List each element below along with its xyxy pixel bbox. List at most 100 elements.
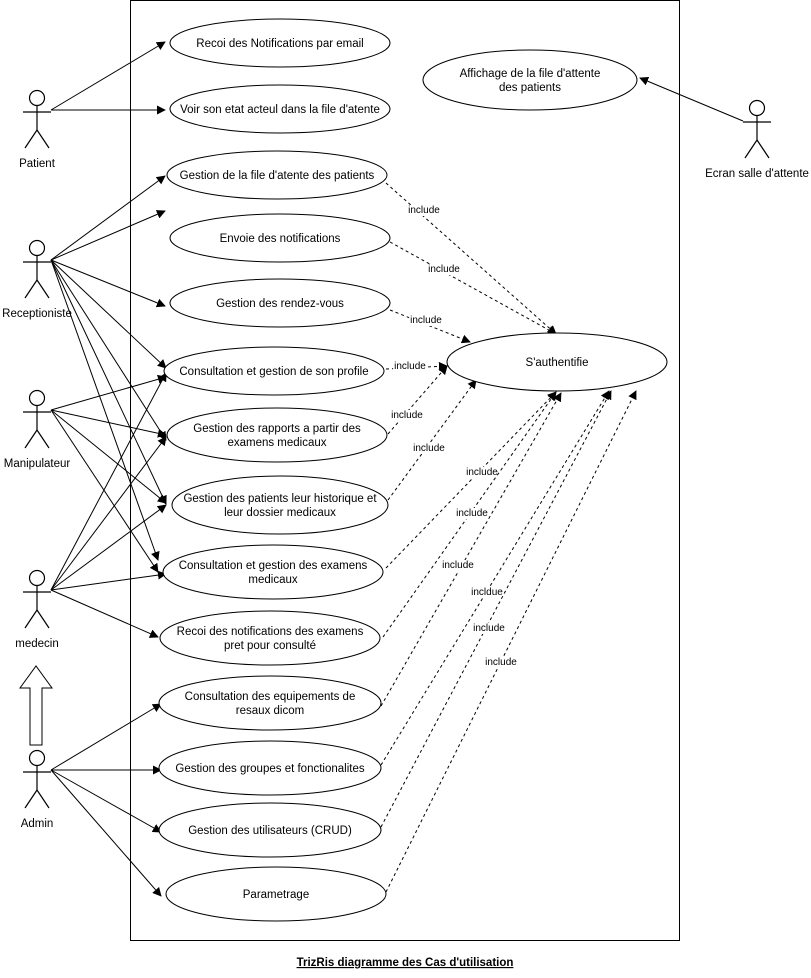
include-label-uc10-bg (455, 508, 490, 519)
actor-manipulator[interactable]: Manipulateur (4, 389, 71, 471)
use-case-ellipse (158, 740, 382, 796)
actor-left-leg (744, 139, 758, 159)
use-case-uc2[interactable]: Voir son etat acteul dans la file d'aten… (169, 84, 391, 134)
use-case-auth[interactable]: S'authentifie (446, 332, 668, 392)
include-label-uc12: incldue (471, 587, 503, 598)
use-case-ellipse (446, 332, 668, 392)
actor-left-leg (24, 279, 38, 299)
use-case-label: Gestion des utilisateurs (CRUD) (188, 825, 352, 837)
use-case-uc12[interactable]: Gestion des groupes et fonctionalites (158, 740, 382, 796)
include-label-uc7: include (391, 410, 423, 421)
actor-left-leg (24, 609, 38, 629)
use-case-label: Gestion des patients leur historique et (183, 493, 377, 505)
associations-layer (50, 41, 744, 897)
use-case-uc7[interactable]: Gestion des rapports a partir desexamens… (166, 407, 388, 463)
use-case-label: des patients (499, 82, 561, 94)
use-case-uc13[interactable]: Gestion des utilisateurs (CRUD) (158, 802, 382, 858)
association-receptionist-3 (50, 259, 166, 308)
use-case-label: medicaux (248, 574, 297, 586)
include-line-uc4 (389, 241, 557, 335)
association-screen-display (639, 76, 744, 122)
association-receptionist-4 (50, 259, 167, 369)
include-label-uc7-bg (390, 410, 425, 421)
include-label-uc5: include (410, 315, 442, 326)
actor-left-leg (24, 429, 38, 449)
association-admin-4 (50, 769, 162, 897)
include-relations-layer: include include include include include inclu… (380, 182, 637, 893)
use-case-uc5[interactable]: Gestion des rendez-vous (169, 278, 391, 328)
include-label-uc9-bg (465, 467, 500, 478)
use-case-label: pret pour consulté (224, 640, 316, 652)
include-label-uc6: include (394, 361, 426, 372)
use-case-ellipse (158, 675, 382, 731)
use-case-ellipse (169, 18, 391, 68)
use-case-uc1[interactable]: Recoi des Notifications par email (169, 18, 391, 68)
include-line-uc9 (385, 391, 557, 569)
association-patient-1 (50, 41, 166, 111)
use-case-ellipse (422, 49, 638, 111)
include-label-uc10: include (456, 508, 488, 519)
use-case-uc6[interactable]: Consultation et gestion de son profile (163, 346, 385, 396)
actor-right-leg (36, 609, 50, 629)
use-case-label: resaux dicom (236, 705, 304, 717)
association-manipulator-2 (50, 409, 167, 438)
use-case-uc14[interactable]: Parametrage (165, 866, 387, 922)
use-case-uc8[interactable]: Gestion des patients leur historique et l… (171, 475, 389, 535)
actor-right-leg (36, 129, 50, 149)
association-manipulator-4 (50, 409, 159, 573)
actor-head (28, 749, 46, 767)
actor-admin[interactable]: Admin (21, 749, 54, 831)
generalization-arrow (19, 665, 53, 746)
include-label-uc4-bg (427, 264, 462, 275)
actor-right-leg (36, 429, 50, 449)
actor-right-leg (36, 789, 50, 809)
actor-head (28, 389, 46, 407)
use-case-label: Voir son etat acteul dans la file d'aten… (180, 104, 380, 116)
association-receptionist-6 (50, 259, 167, 505)
actor-label: Manipulateur (4, 458, 71, 470)
use-case-uc10[interactable]: Recoi des notifications des examenspret … (159, 610, 381, 666)
use-case-ellipse (159, 610, 381, 666)
include-label-uc3: include (408, 205, 440, 216)
include-line-uc11 (380, 392, 562, 707)
system-boundary (130, 0, 680, 941)
association-doctor-1 (50, 372, 167, 591)
include-label-uc14-bg (484, 657, 519, 668)
use-case-uc4[interactable]: Envoie des notifications (169, 213, 391, 263)
use-case-ellipse (169, 213, 391, 263)
association-doctor-3 (50, 504, 167, 591)
actor-left-leg (24, 129, 38, 149)
actor-patient[interactable]: Patient (19, 89, 56, 171)
include-label-uc11-bg (441, 560, 476, 571)
use-case-label: Consultation et gestion de son profile (179, 366, 368, 378)
use-case-uc3[interactable]: Gestion de la file d'atente des patients (166, 150, 388, 200)
use-case-label: Affichage de la file d'attente (460, 68, 601, 80)
actor-screen[interactable]: Ecran salle d'attente (705, 99, 809, 181)
include-label-uc11: include (442, 560, 474, 571)
association-admin-1 (50, 703, 162, 771)
use-case-ellipse (171, 475, 389, 535)
actor-doctor[interactable]: medecin (15, 569, 59, 651)
actor-right-leg (756, 139, 770, 159)
include-label-uc13-bg (472, 623, 507, 634)
association-receptionist-2 (50, 210, 166, 261)
include-label-uc14: include (485, 657, 517, 668)
use-case-ellipse (165, 866, 387, 922)
association-doctor-2 (50, 436, 167, 591)
use-case-label: leur dossier medicaux (224, 507, 336, 519)
use-case-ellipse (169, 84, 391, 134)
include-line-uc13 (380, 390, 612, 828)
use-case-uc15[interactable]: Affichage de la file d'attente des patien… (422, 49, 638, 111)
actor-label: Ecran salle d'attente (705, 168, 809, 180)
use-case-uc9[interactable]: Consultation et gestion des examensmedic… (162, 544, 384, 600)
use-case-ellipse (166, 407, 388, 463)
association-receptionist-1 (50, 175, 166, 261)
use-case-ellipse (163, 346, 385, 396)
actor-receptionist[interactable]: Receptioniste (2, 239, 72, 321)
association-receptionist-7 (50, 259, 160, 561)
association-doctor-5 (50, 589, 159, 638)
actor-label: Admin (21, 818, 54, 830)
